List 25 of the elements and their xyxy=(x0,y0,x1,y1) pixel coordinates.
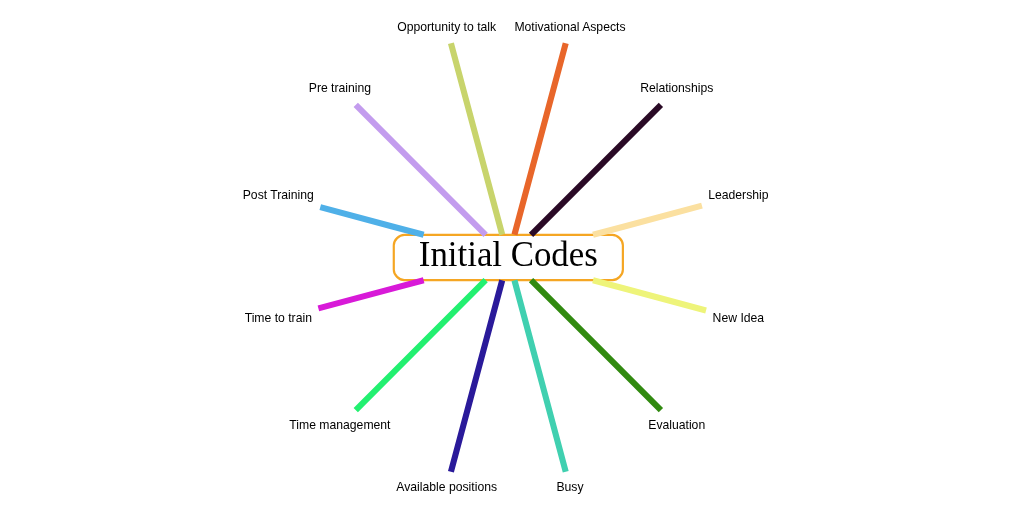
connector xyxy=(592,277,707,314)
node-text: Leadership xyxy=(708,188,769,203)
node-text: Busy xyxy=(556,479,584,494)
node-text: Evaluation xyxy=(648,418,706,433)
connector xyxy=(528,278,664,413)
connector xyxy=(592,202,703,238)
connector xyxy=(448,279,506,473)
node-text: Time management xyxy=(289,418,391,433)
connector xyxy=(319,204,425,238)
connector xyxy=(528,102,664,237)
connector xyxy=(511,279,569,473)
node-text: Available positions xyxy=(396,479,498,494)
connector xyxy=(448,42,506,236)
node-box: Initial Codes xyxy=(392,233,624,282)
connector xyxy=(353,278,488,413)
node-text: Time to train xyxy=(244,311,312,326)
node-text: New Idea xyxy=(712,311,765,326)
node-text: Pre training xyxy=(308,81,372,96)
connector xyxy=(353,102,488,237)
connector xyxy=(317,277,425,312)
node-text: Opportunity to talk xyxy=(397,19,497,34)
node-text: Motivational Aspects xyxy=(514,19,626,34)
connector xyxy=(511,42,569,236)
node-text: Relationships xyxy=(640,81,714,96)
node-text: Post Training xyxy=(242,188,314,203)
